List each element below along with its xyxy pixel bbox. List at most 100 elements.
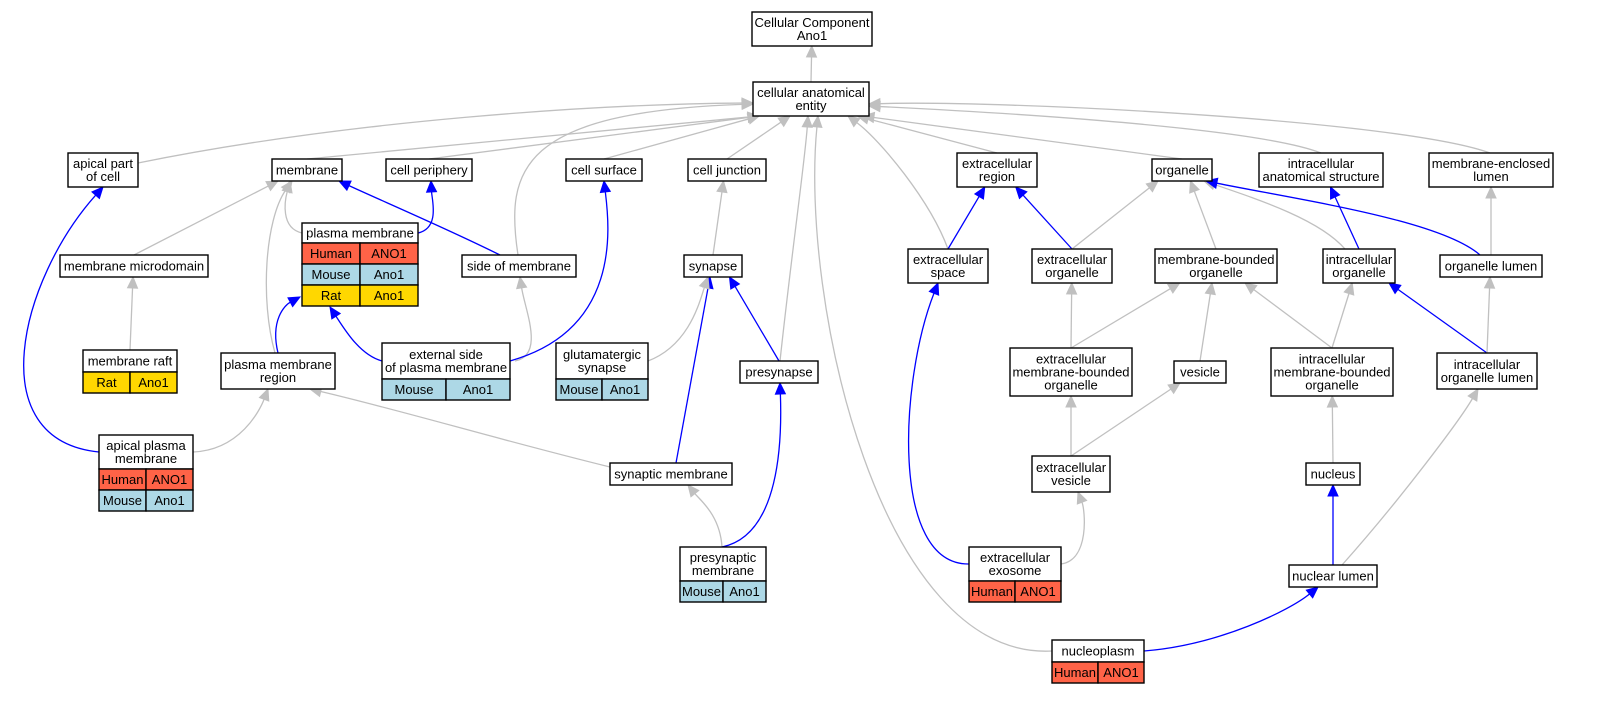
edge-part-of bbox=[721, 381, 787, 548]
node-sideofmembrane[interactable]: side of membrane bbox=[461, 254, 577, 278]
node-label: extracellular bbox=[980, 550, 1051, 565]
node-box bbox=[381, 342, 511, 380]
node-label: intracellular bbox=[1288, 156, 1355, 171]
node-label: extracellular bbox=[1037, 252, 1108, 267]
node-box bbox=[1436, 352, 1538, 390]
node-box bbox=[609, 462, 733, 486]
edge-is-a bbox=[687, 484, 723, 548]
node-box bbox=[687, 158, 767, 182]
edge-part-of bbox=[728, 275, 780, 362]
node-nucleus[interactable]: nucleus bbox=[1305, 462, 1361, 486]
node-box bbox=[461, 254, 577, 278]
node-label: external side bbox=[409, 347, 483, 362]
node-label: intracellular bbox=[1454, 357, 1521, 372]
node-celljunction[interactable]: cell junction bbox=[687, 158, 767, 182]
node-label: organelle bbox=[1189, 265, 1243, 280]
node-label: membrane raft bbox=[88, 354, 173, 369]
node-cellperiphery[interactable]: cell periphery bbox=[385, 158, 473, 182]
node-vesicle[interactable]: vesicle bbox=[1173, 360, 1227, 384]
node-label: plasma membrane bbox=[306, 226, 414, 241]
edge-is-a bbox=[514, 275, 532, 362]
node-box bbox=[739, 360, 819, 384]
node-cellsurface[interactable]: cell surface bbox=[565, 158, 643, 182]
edge-is-a bbox=[133, 180, 280, 256]
edge-is-a bbox=[1065, 281, 1078, 349]
edge-part-of bbox=[675, 275, 714, 464]
edge-part-of bbox=[1204, 177, 1481, 256]
node-organelle[interactable]: organelle bbox=[1151, 158, 1213, 182]
edge-part-of bbox=[1327, 483, 1339, 565]
edge-is-a bbox=[1065, 394, 1077, 456]
node-membrane[interactable]: membrane bbox=[271, 158, 343, 182]
edge-is-a bbox=[1071, 180, 1159, 250]
node-presynapse[interactable]: presynapse bbox=[739, 360, 819, 384]
species-label: Human bbox=[102, 472, 144, 487]
node-box bbox=[683, 254, 743, 278]
edge-is-a bbox=[1202, 179, 1346, 250]
node-label: extracellular bbox=[1036, 460, 1107, 475]
edge-is-a bbox=[265, 180, 293, 354]
edge-part-of bbox=[509, 179, 612, 362]
node-label: entity bbox=[795, 98, 827, 113]
node-label: presynaptic bbox=[690, 550, 757, 565]
node-label: of plasma membrane bbox=[385, 360, 507, 375]
node-box bbox=[968, 546, 1062, 582]
node-box bbox=[751, 11, 873, 47]
node-label: plasma membrane bbox=[224, 357, 332, 372]
node-box bbox=[1428, 152, 1554, 188]
edge-is-a bbox=[1331, 281, 1355, 349]
node-label: nucleoplasm bbox=[1062, 644, 1135, 659]
node-label: region bbox=[260, 370, 296, 385]
gene-label: Ano1 bbox=[463, 382, 493, 397]
node-synapse[interactable]: synapse bbox=[683, 254, 743, 278]
node-label: glutamatergic bbox=[563, 347, 642, 362]
node-organellelumen[interactable]: organelle lumen bbox=[1439, 254, 1543, 278]
node-nuclearlumen[interactable]: nuclear lumen bbox=[1288, 564, 1378, 588]
node-label: membrane-enclosed bbox=[1432, 156, 1551, 171]
node-label: extracellular bbox=[962, 156, 1033, 171]
node-microdomain[interactable]: membrane microdomain bbox=[59, 254, 209, 278]
edge-is-a bbox=[1070, 282, 1181, 349]
edge-is-a bbox=[861, 111, 1183, 160]
edge-part-of bbox=[1143, 586, 1319, 652]
node-box bbox=[1439, 254, 1543, 278]
node-label: region bbox=[979, 169, 1015, 184]
node-label: organelle bbox=[1332, 265, 1386, 280]
node-box bbox=[220, 352, 336, 390]
node-label: organelle bbox=[1044, 378, 1098, 393]
node-synapticmembrane[interactable]: synaptic membrane bbox=[609, 462, 733, 486]
node-label: membrane-bounded bbox=[1012, 365, 1129, 380]
node-box bbox=[1270, 347, 1394, 397]
species-label: Human bbox=[310, 246, 352, 261]
edge-part-of bbox=[1329, 185, 1360, 250]
node-label: of cell bbox=[86, 169, 120, 184]
node-label: apical part bbox=[73, 156, 133, 171]
